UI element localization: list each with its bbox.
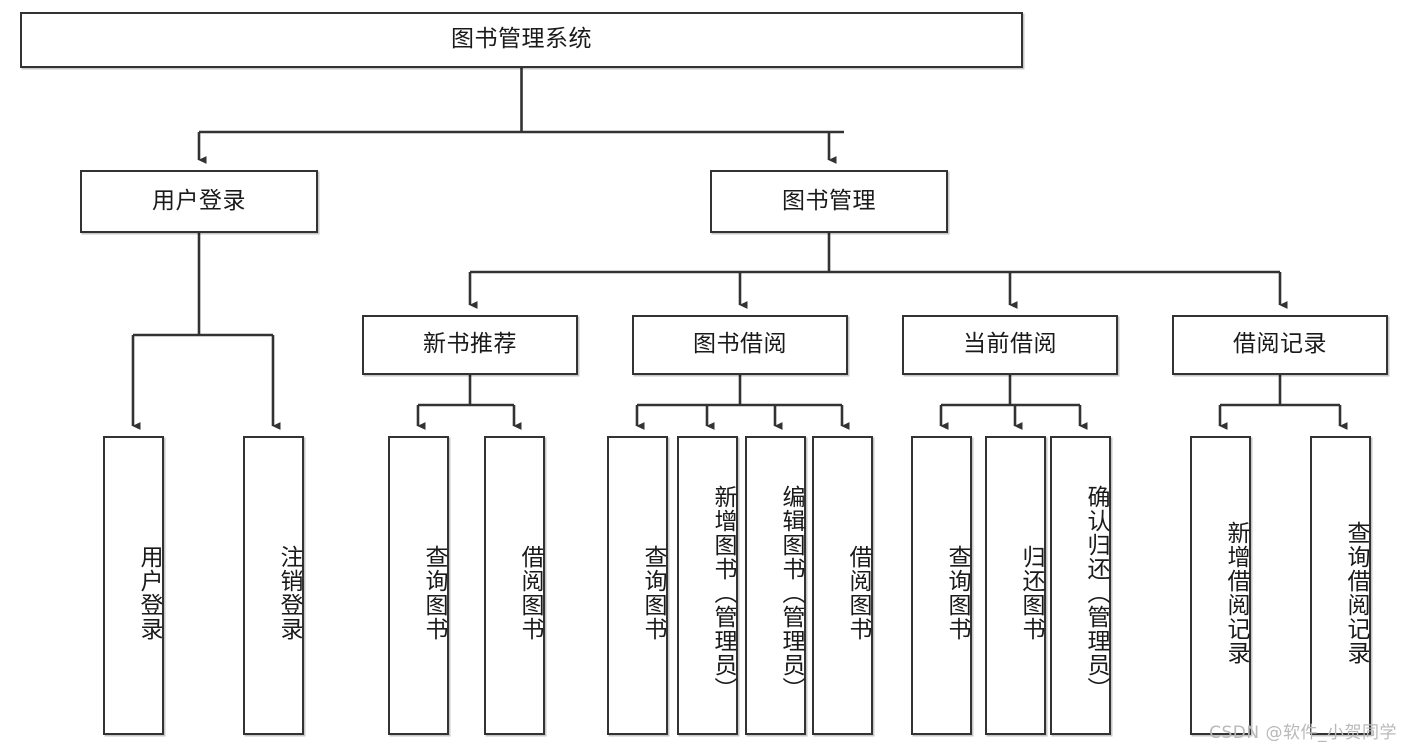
leaf-query-borrow-record[interactable]: 查询借阅记录 xyxy=(1310,436,1371,735)
node-borrow-record-label: 借阅记录 xyxy=(1233,331,1327,358)
leaf-logout-label: 注销登录 xyxy=(276,544,302,641)
leaf-query-book-current-label: 查询图书 xyxy=(944,544,970,641)
node-book-management-label: 图书管理 xyxy=(782,187,876,214)
watermark-text: CSDN @软件_小贺同学 xyxy=(1209,723,1397,743)
node-current-borrow[interactable]: 当前借阅 xyxy=(902,315,1118,375)
node-borrow-record[interactable]: 借阅记录 xyxy=(1172,315,1388,375)
leaf-borrow-book-newbook[interactable]: 借阅图书 xyxy=(484,436,545,735)
leaf-query-book-newbook[interactable]: 查询图书 xyxy=(388,436,449,735)
leaf-borrow-book[interactable]: 借阅图书 xyxy=(812,436,873,735)
leaf-user-login[interactable]: 用户登录 xyxy=(103,436,164,735)
leaf-edit-book-admin-label: 编辑图书（管理员） xyxy=(778,484,804,701)
leaf-borrow-book-newbook-label: 借阅图书 xyxy=(517,544,543,641)
leaf-query-book-newbook-label: 查询图书 xyxy=(421,544,447,641)
leaf-add-borrow-record[interactable]: 新增借阅记录 xyxy=(1190,436,1251,735)
leaf-borrow-book-label: 借阅图书 xyxy=(845,544,871,641)
leaf-query-borrow-record-label: 查询借阅记录 xyxy=(1343,520,1369,665)
node-book-borrow[interactable]: 图书借阅 xyxy=(632,315,848,375)
node-user-login-label: 用户登录 xyxy=(152,187,246,214)
node-book-management[interactable]: 图书管理 xyxy=(710,170,948,233)
leaf-add-book-admin[interactable]: 新增图书（管理员） xyxy=(677,436,738,735)
leaf-add-book-admin-label: 新增图书（管理员） xyxy=(710,484,736,701)
leaf-user-login-label: 用户登录 xyxy=(136,544,162,641)
node-new-book-recommend[interactable]: 新书推荐 xyxy=(362,315,578,375)
node-new-book-recommend-label: 新书推荐 xyxy=(423,331,517,358)
leaf-logout[interactable]: 注销登录 xyxy=(243,436,304,735)
node-root[interactable]: 图书管理系统 xyxy=(20,12,1023,68)
node-current-borrow-label: 当前借阅 xyxy=(963,331,1057,358)
node-root-label: 图书管理系统 xyxy=(451,26,592,53)
node-user-login[interactable]: 用户登录 xyxy=(80,170,318,233)
leaf-confirm-return-admin-label: 确认归还（管理员） xyxy=(1083,484,1109,701)
leaf-query-book-borrow[interactable]: 查询图书 xyxy=(607,436,668,735)
leaf-return-book-label: 归还图书 xyxy=(1018,544,1044,641)
leaf-confirm-return-admin[interactable]: 确认归还（管理员） xyxy=(1050,436,1111,735)
leaf-query-book-borrow-label: 查询图书 xyxy=(640,544,666,641)
leaf-return-book[interactable]: 归还图书 xyxy=(985,436,1046,735)
node-book-borrow-label: 图书借阅 xyxy=(693,331,787,358)
leaf-edit-book-admin[interactable]: 编辑图书（管理员） xyxy=(745,436,806,735)
leaf-add-borrow-record-label: 新增借阅记录 xyxy=(1223,520,1249,665)
leaf-query-book-current[interactable]: 查询图书 xyxy=(911,436,972,735)
